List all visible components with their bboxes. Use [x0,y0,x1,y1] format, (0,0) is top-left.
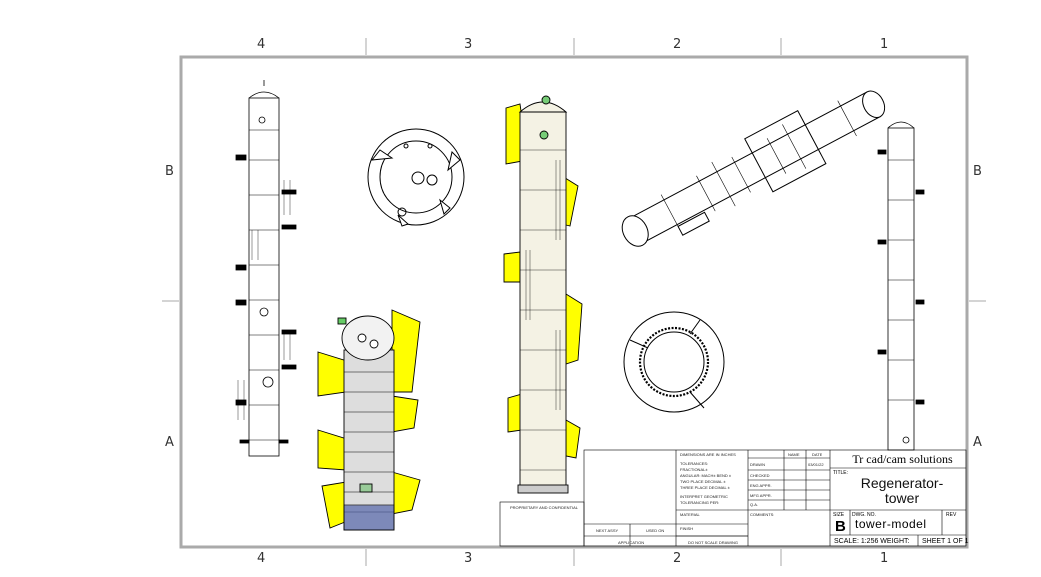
eng-appr-row: ENG APPR. [750,483,772,488]
comments-row: COMMENTS: [750,512,775,517]
note-line: TOLERANCES: [680,461,709,466]
zone-col-bottom-1: 1 [880,551,889,566]
bottom-plan-view [623,311,725,413]
side-elevation-left [235,80,297,457]
zone-col-top-2: 2 [673,37,682,52]
zone-col-bottom-2: 2 [673,551,682,566]
drawing-title-line1: Regenerator- [860,475,944,491]
sheet-count: SHEET 1 OF 1 [922,538,969,545]
zone-row-right-b: B [973,164,982,179]
drawing-title: Regenerator- tower [843,476,961,506]
zone-row-left-b: B [165,164,174,179]
checked-row: CHECKED [750,473,770,478]
zone-col-bottom-4: 4 [257,551,266,566]
front-elevation-center [503,95,583,494]
title-label: TITLE: [833,470,849,476]
size-label: SIZE [833,512,845,518]
rotated-elevation [621,90,886,247]
used-on: USED ON [646,528,665,533]
date-header: DATE [812,452,823,457]
name-header: NAME [788,452,800,457]
note-line: TWO PLACE DECIMAL ± [680,479,726,484]
zone-col-top-1: 1 [880,37,889,52]
sheet-frame [179,55,969,549]
note-line: THREE PLACE DECIMAL ± [680,485,730,490]
drawn-row: DRAWN [750,462,765,467]
note-line: TOLERANCING PER: [680,500,720,505]
top-plan-view [367,128,465,227]
application: APPLICATION [618,540,645,545]
sheet-size: B [835,518,846,535]
scale-weight: SCALE: 1:256 WEIGHT: [834,538,910,545]
isometric-cutaway [317,309,421,531]
proprietary-note: PROPRIETARY AND CONFIDENTIAL [510,505,579,510]
note-line: FRACTIONAL± [680,467,708,472]
side-elevation-right [877,121,925,451]
drawn-date: 03/01/22 [808,462,824,467]
dwg-number: tower-model [855,517,927,531]
drawing-title-line2: tower [884,490,920,506]
next-assy: NEXT ASSY [596,528,619,533]
do-not-scale: DO NOT SCALE DRAWING [688,540,739,545]
mfg-appr-row: MFG APPR. [750,493,772,498]
note-line: MATERIAL [680,512,700,517]
zone-row-left-a: A [165,435,174,450]
zone-col-top-4: 4 [257,37,266,52]
zone-ticks [162,38,986,566]
note-line: ANGULAR: MACH± BEND ± [680,473,732,478]
zone-col-top-3: 3 [464,37,473,52]
rev-label: REV [946,512,957,518]
note-line: DIMENSIONS ARE IN INCHES [680,452,736,457]
qa-row: Q.A. [750,502,759,507]
dwg-no-label: DWG. NO. [852,512,876,518]
zone-row-right-a: A [973,435,982,450]
note-line: INTERPRET GEOMETRIC [680,494,728,499]
company-name: Tr cad/cam solutions [852,452,953,466]
title-block [499,449,967,547]
note-line: FINISH [680,526,694,531]
zone-col-bottom-3: 3 [464,551,473,566]
